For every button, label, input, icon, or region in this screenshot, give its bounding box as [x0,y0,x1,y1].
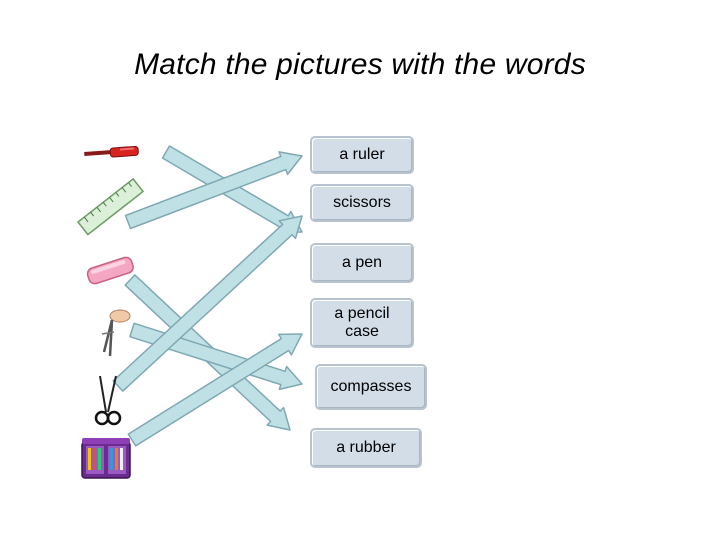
page-title: Match the pictures with the words [134,48,586,81]
word-box-rubber[interactable]: a rubber [310,428,422,468]
scissors-icon[interactable] [94,375,122,426]
word-box-compasses[interactable]: compasses [315,364,427,410]
word-box-pencil-case[interactable]: a pencil case [310,298,414,348]
ruler-icon[interactable] [76,177,145,236]
word-box-ruler[interactable]: a ruler [310,136,414,174]
pencil-case-icon[interactable] [81,438,131,479]
arrow-scissors-to-pencil-case [112,215,303,392]
word-box-scissors[interactable]: scissors [310,184,414,222]
word-box-pen[interactable]: a pen [310,243,414,283]
arrow-ruler-to-a-ruler [124,151,303,230]
compasses-icon[interactable] [101,309,131,357]
pen-icon[interactable] [84,145,139,159]
rubber-icon[interactable] [86,256,135,285]
arrow-case-to-scissors [127,333,303,447]
